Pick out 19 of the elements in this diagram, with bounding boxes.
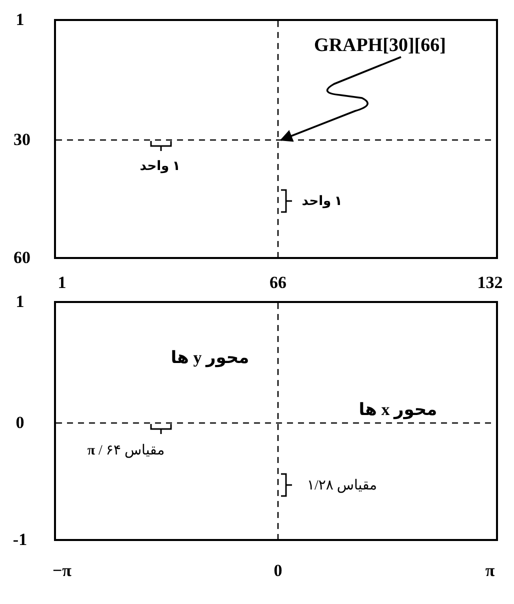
arrow [280,56,402,142]
graph-label: GRAPH[30][66] [314,35,446,57]
axis-tick-label: 60 [14,248,30,268]
axis-tick-label: 0 [274,561,282,581]
axis-tick-label: −π [52,561,72,581]
axis-tick-label: 1 [16,10,24,30]
axis-tick-label: -1 [12,530,28,550]
axis-tick-label: 1 [16,292,24,312]
axis-tick-label: π [485,561,495,581]
axis-label: محور x ها [358,400,438,420]
axis-tick-label: 0 [16,413,24,433]
axis-tick-label: 1 [58,273,66,293]
axis-label: محور y ها [170,348,250,368]
scale-label: مقیاس ۱/۲۸ [306,478,378,494]
unit-label: ۱ واحد [140,158,180,174]
axis-tick-label: 30 [14,130,30,150]
unit-label: ۱ واحد [302,193,342,209]
axis-tick-label: 66 [270,273,286,293]
axis-tick-label: 132 [477,273,503,293]
